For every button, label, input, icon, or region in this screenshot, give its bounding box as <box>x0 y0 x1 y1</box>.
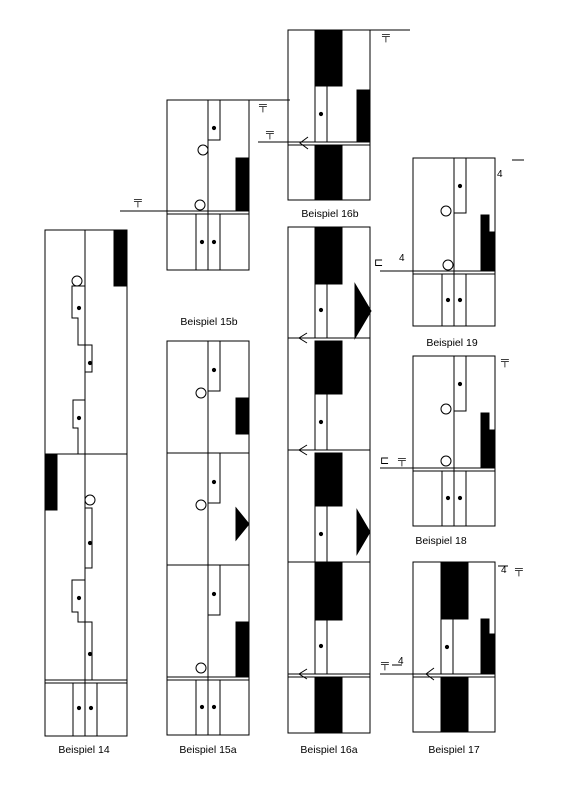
stair-line <box>71 285 93 454</box>
figure-beispiel-15b <box>120 99 290 271</box>
caption-beispiel-16b: Beispiel 16b <box>301 208 359 220</box>
plus-symbol-icon: ╤ <box>134 195 142 207</box>
figure-beispiel-15a <box>166 340 250 736</box>
plus-symbol-icon: ╤ <box>515 564 523 576</box>
stop-symbol-icon: ⊏ <box>380 455 390 467</box>
figure-beispiel-18 <box>380 355 496 527</box>
plus-symbol-icon: ╤ <box>398 454 406 466</box>
plus-symbol-icon: ╤ <box>381 658 389 670</box>
plus-symbol-icon: ╤ <box>501 355 509 367</box>
caption-beispiel-15b: Beispiel 15b <box>180 316 238 328</box>
figure-beispiel-19 <box>380 157 524 327</box>
caption-beispiel-19: Beispiel 19 <box>426 337 478 349</box>
circle-marker <box>84 494 96 506</box>
stop-symbol-icon: ⊏ <box>374 257 384 269</box>
figure-beispiel-16a <box>287 226 372 734</box>
plus-symbol-icon: ╤ <box>266 127 274 139</box>
figure-beispiel-17 <box>380 561 508 733</box>
black-block <box>44 453 58 511</box>
figure-beispiel-14 <box>44 229 128 737</box>
caption-beispiel-15a: Beispiel 15a <box>179 744 237 756</box>
plus-symbol-icon: ╤ <box>382 30 390 42</box>
caption-beispiel-16a: Beispiel 16a <box>300 744 358 756</box>
caption-beispiel-17: Beispiel 17 <box>428 744 480 756</box>
number-four: 4 <box>398 656 404 667</box>
caption-beispiel-18: Beispiel 18 <box>415 535 467 547</box>
black-block <box>113 229 127 287</box>
figure-beispiel-16b <box>258 29 410 201</box>
stair-line <box>71 507 93 680</box>
number-four: 4 <box>399 253 405 264</box>
plus-symbol-icon: ╤ <box>259 100 267 112</box>
number-four: 4 <box>497 169 503 180</box>
caption-beispiel-14: Beispiel 14 <box>58 744 110 756</box>
circle-marker <box>71 275 83 287</box>
number-four: 4 <box>501 565 507 576</box>
